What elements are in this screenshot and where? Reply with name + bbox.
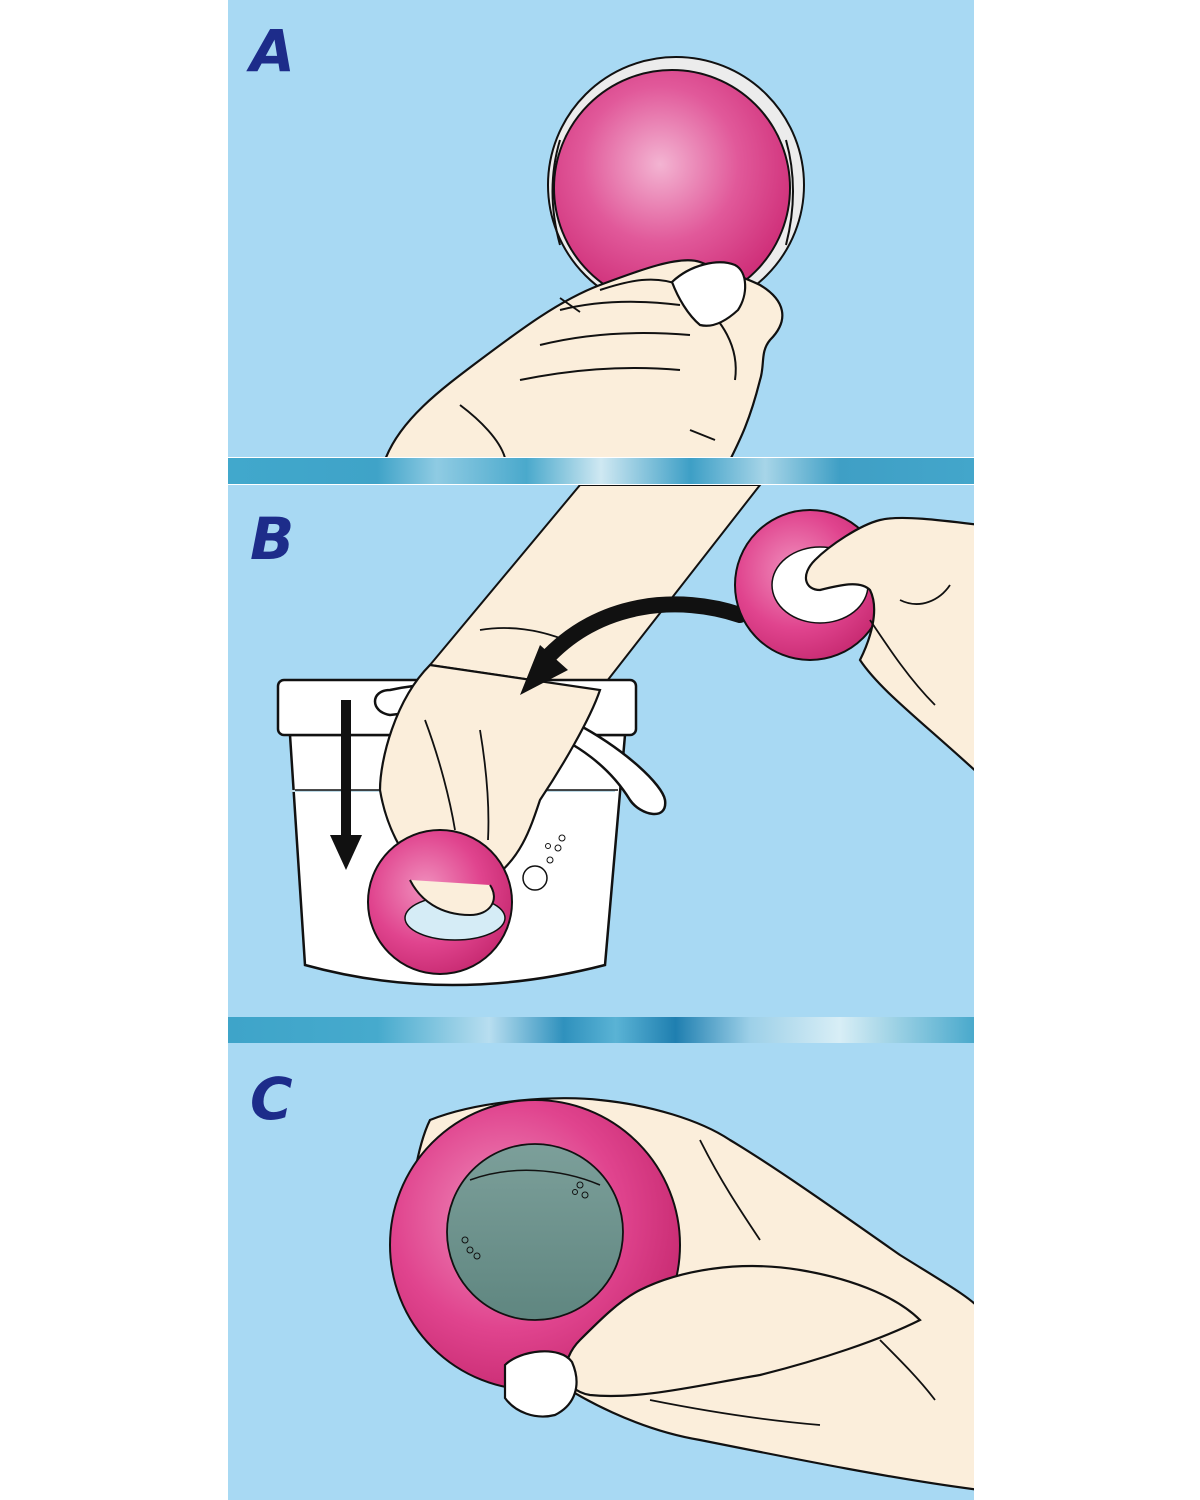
- divider-2: [228, 1017, 974, 1043]
- panel-c-drawing: [389, 1097, 974, 1491]
- divider-1: [228, 458, 974, 484]
- hand-icon: [804, 516, 974, 772]
- panel-a-drawing: [385, 56, 805, 457]
- hand-icon: [378, 663, 602, 882]
- arrow-icon: [520, 596, 748, 695]
- ball-icon: [547, 56, 805, 314]
- hand-icon: [503, 1265, 922, 1418]
- arrow-icon: [330, 700, 362, 870]
- step-label-b: B: [250, 505, 295, 573]
- step-label-a: A: [250, 17, 295, 85]
- panel-b-drawing: [276, 485, 974, 987]
- hand-icon: [385, 259, 784, 457]
- step-label-c: C: [250, 1065, 293, 1133]
- ball-icon: [367, 829, 566, 975]
